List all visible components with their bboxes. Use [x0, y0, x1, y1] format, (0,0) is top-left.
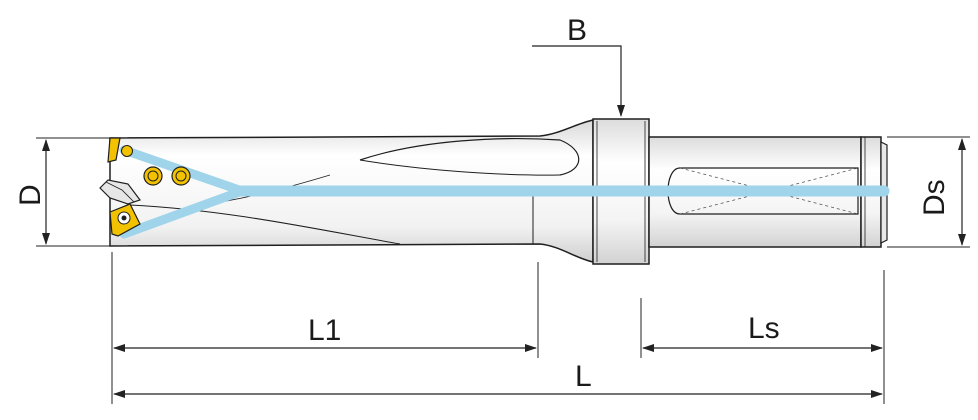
B-label: B — [567, 14, 587, 47]
insert-icon — [109, 203, 141, 237]
L-label: L — [575, 360, 592, 393]
coolant-branch-lower — [119, 186, 247, 239]
screw-icon — [143, 166, 163, 186]
B-leader-line — [532, 45, 625, 117]
shank-flat — [667, 167, 859, 215]
drill-tip — [99, 137, 191, 237]
dimension-Ds: Ds — [887, 136, 970, 248]
Ds-label: Ds — [918, 179, 951, 216]
coolant-outlet-icon — [121, 145, 133, 157]
screw-icon — [171, 166, 191, 186]
flute-line — [359, 138, 580, 176]
Ls-label: Ls — [748, 312, 780, 345]
D-label: D — [14, 184, 47, 206]
dimension-D: D — [14, 137, 110, 247]
flute-line — [129, 204, 401, 245]
dimension-Ls: Ls — [642, 312, 883, 352]
dimension-L1: L1 — [113, 314, 537, 352]
length-extension-lines — [111, 252, 885, 404]
dimension-B: B — [532, 14, 625, 117]
L1-label: L1 — [308, 314, 341, 347]
dimension-L: L — [113, 360, 883, 398]
flute-line — [359, 159, 561, 176]
